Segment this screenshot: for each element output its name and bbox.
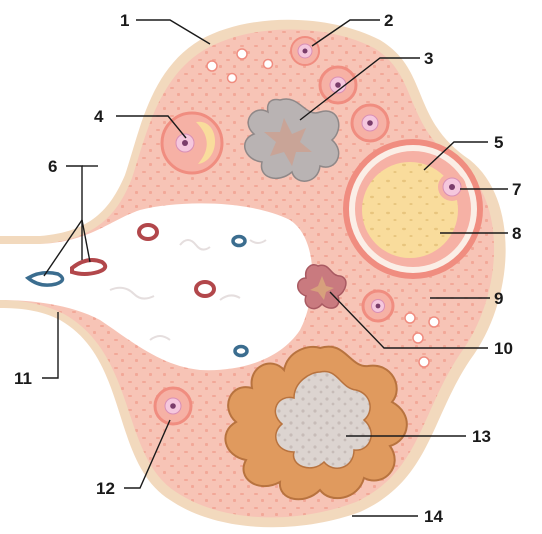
early-antral-follicle bbox=[162, 113, 222, 173]
label-3: 3 bbox=[424, 49, 433, 68]
label-5: 5 bbox=[494, 133, 503, 152]
lower-primary-follicle bbox=[155, 388, 191, 424]
label-2: 2 bbox=[384, 11, 393, 30]
label-12: 12 bbox=[96, 479, 115, 498]
label-9: 9 bbox=[494, 289, 503, 308]
mature-follicle bbox=[343, 139, 483, 279]
label-6: 6 bbox=[48, 157, 57, 176]
leader-1 bbox=[136, 20, 210, 44]
label-7: 7 bbox=[512, 180, 521, 199]
label-14: 14 bbox=[424, 507, 443, 526]
label-4: 4 bbox=[94, 107, 104, 126]
leader-11 bbox=[42, 312, 58, 378]
label-10: 10 bbox=[494, 339, 513, 358]
primary-follicle bbox=[291, 37, 319, 65]
label-8: 8 bbox=[512, 224, 521, 243]
label-1: 1 bbox=[120, 11, 129, 30]
label-11: 11 bbox=[14, 369, 32, 388]
label-13: 13 bbox=[472, 427, 491, 446]
